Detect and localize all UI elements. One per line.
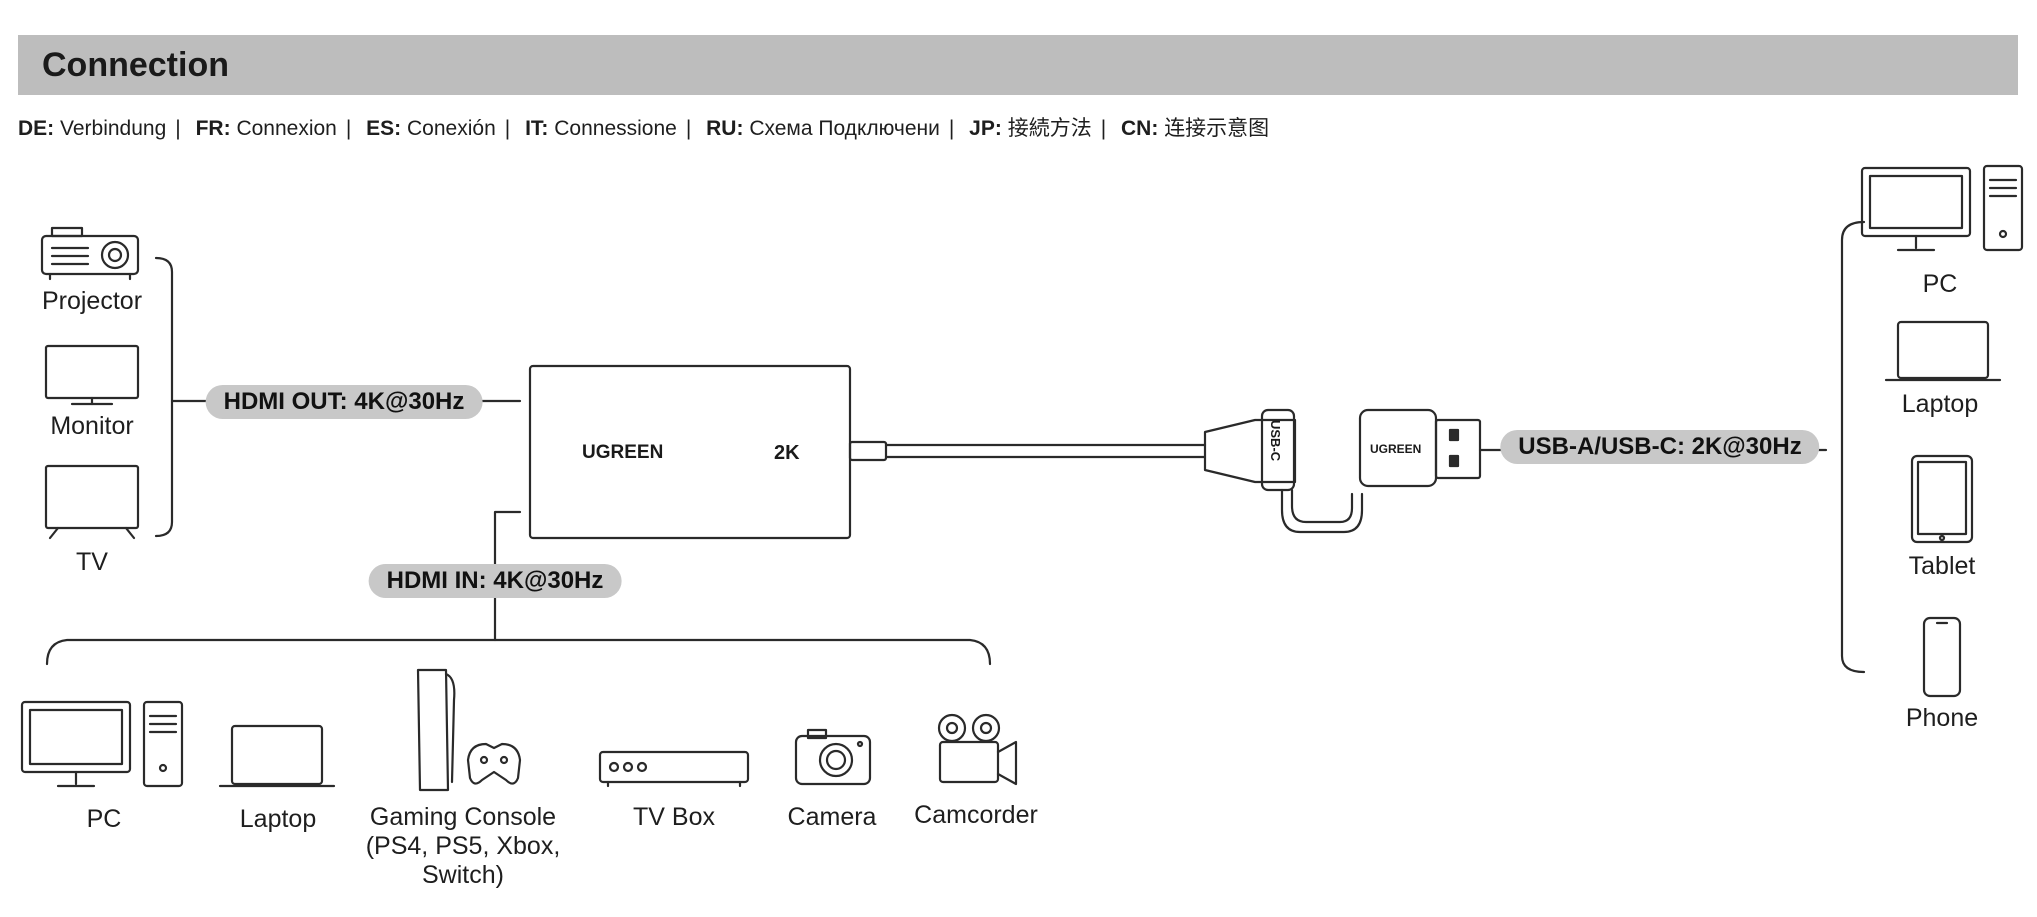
card-cable-end — [848, 440, 888, 462]
host-laptop-label: Laptop — [1901, 390, 1979, 418]
cable-loop-inner — [1290, 488, 1354, 524]
gaming-console-icon — [416, 668, 522, 792]
host-pc-label: PC — [1922, 270, 1958, 298]
card-brand: UGREEN — [582, 442, 663, 463]
pc-icon-source — [20, 700, 184, 788]
usb-a-tip — [1434, 418, 1482, 480]
usb-a-plug-brand: UGREEN — [1370, 442, 1421, 456]
lang-cn: CN: 连接示意图 — [1121, 117, 1270, 140]
capture-card — [528, 364, 852, 540]
language-list: DE: Verbindung| FR: Connexion| ES: Conex… — [18, 117, 1270, 140]
projector-icon — [40, 226, 140, 281]
camcorder-icon — [937, 713, 1018, 786]
monitor-icon — [44, 344, 140, 406]
usb-c-plug-label: USB-C — [1268, 420, 1283, 462]
tv-box-icon — [598, 750, 750, 788]
source-console-label: Gaming Console (PS4, PS5, Xbox, Switch) — [365, 803, 561, 889]
host-phone-label: Phone — [1905, 704, 1979, 732]
hdmi-in-badge: HDMI IN: 4K@30Hz — [368, 564, 622, 598]
usb-c-plug-body — [1260, 408, 1296, 492]
source-laptop-label: Laptop — [239, 805, 317, 833]
lang-ru: RU: Схема Подключени — [706, 117, 940, 140]
source-tvbox-label: TV Box — [633, 803, 715, 831]
lang-es: ES: Conexión — [366, 117, 496, 140]
laptop-icon-source — [218, 724, 336, 788]
source-camera-label: Camera — [787, 803, 877, 831]
output-bracket — [154, 256, 174, 538]
usb-badge: USB-A/USB-C: 2K@30Hz — [1500, 430, 1820, 464]
tv-icon — [44, 464, 140, 540]
tablet-icon — [1910, 454, 1974, 544]
source-camcorder-label: Camcorder — [914, 801, 1038, 829]
host-tablet-label: Tablet — [1908, 552, 1976, 580]
source-pc-label: PC — [86, 805, 122, 833]
tv-label: TV — [76, 548, 108, 576]
page-title: Connection — [42, 46, 229, 84]
source-bracket — [45, 638, 992, 666]
pc-icon-host — [1860, 164, 2024, 252]
laptop-icon-host — [1884, 320, 2002, 382]
header-band — [18, 35, 2018, 95]
cable-loop — [1280, 488, 1364, 534]
host-bracket — [1840, 220, 1866, 674]
lang-fr: FR: Connexion — [195, 117, 337, 140]
lang-de: DE: Verbindung — [18, 117, 167, 140]
hdmi-out-badge: HDMI OUT: 4K@30Hz — [205, 385, 483, 419]
phone-icon — [1922, 616, 1962, 698]
lang-it: IT: Connessione — [525, 117, 677, 140]
card-model: 2K — [774, 442, 800, 464]
camera-icon — [794, 728, 872, 786]
monitor-label: Monitor — [50, 412, 134, 440]
projector-label: Projector — [41, 287, 143, 315]
lang-jp: JP: 接続方法 — [969, 117, 1092, 140]
